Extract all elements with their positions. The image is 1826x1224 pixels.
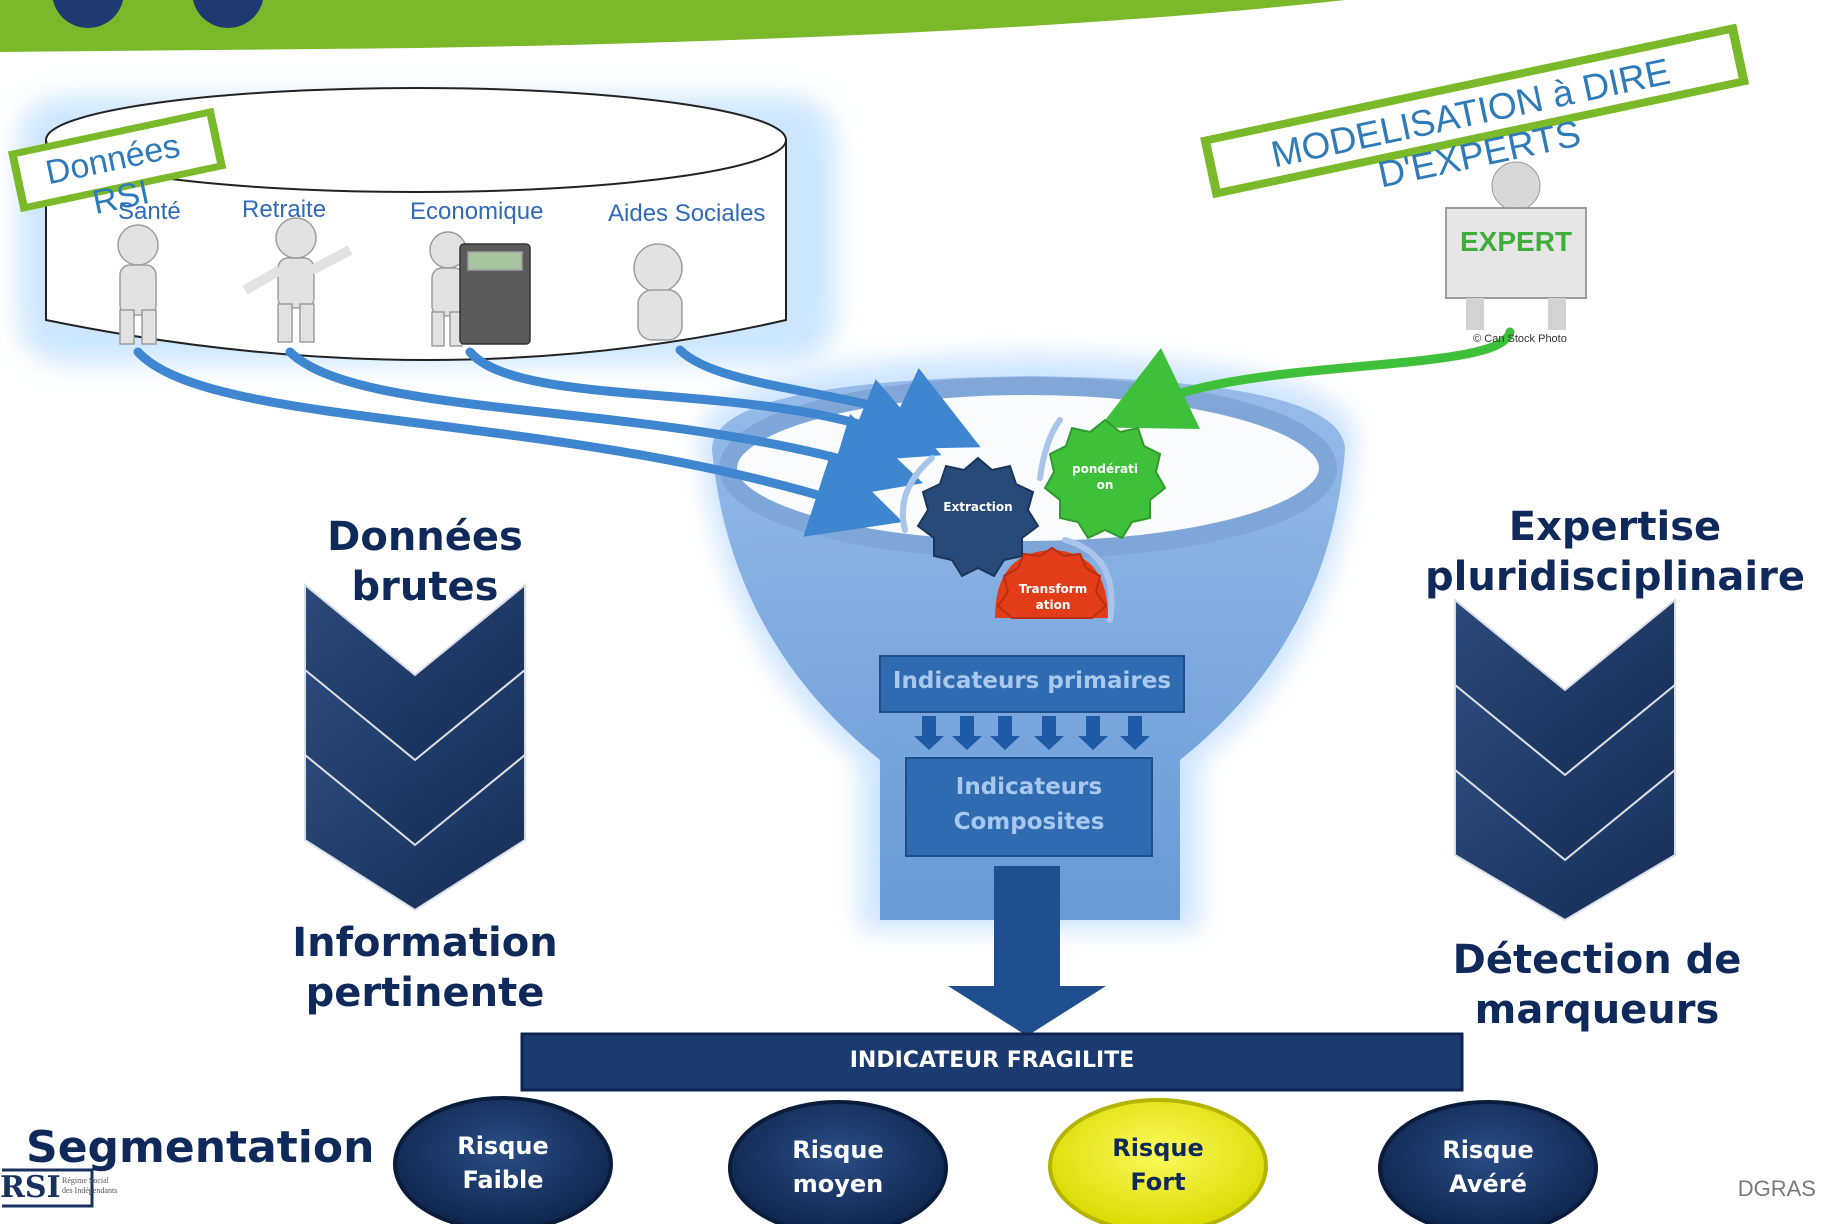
left-chevron-stack — [304, 582, 526, 912]
fragility-bar-label: INDICATEUR FRAGILITE — [849, 1048, 1135, 1073]
right-bottom-line-1: Détection de — [1452, 937, 1742, 983]
gear-rotation-arcs — [899, 417, 1115, 623]
risk-avere-ellipse — [1378, 1100, 1598, 1224]
risk-avere-line-1: Risque — [1442, 1136, 1534, 1165]
rsi-logo-subtitle: Régime Social des Indépendants — [62, 1176, 117, 1195]
header-band — [0, 0, 1345, 52]
category-economique-label: Economique — [410, 198, 544, 225]
figure-economique — [429, 231, 531, 347]
primary-indicators-box — [879, 655, 1185, 713]
category-sante-label: Santé — [118, 198, 181, 225]
gear-extraction-label: Extraction — [943, 500, 1013, 514]
gear-transformation-label: Transformation — [1018, 582, 1088, 612]
left-top-title: Données brutes — [290, 512, 560, 612]
fragility-bar — [520, 1032, 1464, 1092]
segmentation-label: Segmentation — [26, 1122, 375, 1173]
rsi-logo-subtitle-line-2: des Indépendants — [62, 1185, 118, 1195]
rsi-logo-subtitle-line-1: Régime Social — [62, 1176, 109, 1185]
primary-indicators-label: Indicateurs primaires — [892, 668, 1172, 694]
risk-moyen-label: Risque moyen — [748, 1118, 928, 1218]
risk-faible-line-1: Risque — [457, 1132, 549, 1161]
gear-transformation — [995, 546, 1108, 619]
figure-retraite — [242, 217, 353, 343]
risk-faible-line-2: Faible — [462, 1166, 544, 1194]
risk-faible-ellipse — [393, 1096, 613, 1224]
left-bottom-line-1: Information — [292, 920, 558, 966]
footer-org-label: DGRAS — [1737, 1176, 1816, 1201]
expert-credit-label: © Can Stock Photo — [1473, 333, 1567, 345]
funnel-output-arrow — [948, 866, 1106, 1036]
right-top-line-2: pluridisciplinaire — [1425, 554, 1805, 600]
right-bottom-line-2: marqueurs — [1474, 987, 1720, 1033]
left-bottom-title: Information pertinente — [260, 918, 590, 1018]
composite-indicators-label: Indicateurs Composites — [906, 770, 1152, 839]
expert-flow-arrow — [1099, 327, 1515, 430]
expert-modelling-banner — [1200, 23, 1750, 199]
flow-arrow-aides — [675, 345, 981, 450]
right-top-line-1: Expertise — [1508, 504, 1722, 550]
composite-line-2: Composites — [953, 808, 1105, 835]
indicator-down-arrows — [914, 716, 1150, 750]
expert-figure — [1445, 161, 1587, 330]
data-flow-arrows — [133, 345, 981, 537]
header-circle-1 — [52, 0, 124, 28]
left-top-line-1: Données — [327, 514, 523, 560]
figure-sante — [117, 224, 159, 345]
flow-arrow-retraite — [285, 347, 924, 500]
right-chevron-stack — [1454, 597, 1676, 922]
category-aides-sociales-label: Aides Sociales — [608, 200, 766, 227]
risk-fort-ellipse — [1048, 1098, 1268, 1224]
right-top-title: Expertise pluridisciplinaire — [1408, 502, 1822, 602]
risk-fort-line-2: Fort — [1130, 1168, 1186, 1196]
gear-ponderation-label: pondération — [1072, 462, 1138, 492]
risk-moyen-ellipse — [728, 1100, 948, 1224]
expert-sign-label: EXPERT — [1459, 226, 1573, 257]
category-retraite-label: Retraite — [242, 196, 327, 223]
rsi-data-banner — [7, 107, 227, 213]
gear-extraction — [916, 456, 1040, 578]
risk-avere-line-2: Avéré — [1449, 1170, 1527, 1198]
rsi-logo-name: RSI — [0, 1170, 61, 1205]
flow-arrow-economique — [465, 347, 942, 463]
gear-ponderation — [1043, 418, 1167, 540]
composite-indicators-box — [905, 757, 1153, 857]
rsi-logo-mark — [2, 1168, 94, 1208]
database-body — [45, 140, 787, 361]
right-bottom-title: Détection de marqueurs — [1420, 935, 1774, 1035]
figure-aides-sociales — [633, 243, 683, 341]
rsi-logo: RSI Régime Social des Indépendants — [0, 1168, 140, 1208]
risk-fort-line-1: Risque — [1112, 1134, 1204, 1163]
flow-arrow-sante — [133, 347, 903, 537]
left-bottom-line-2: pertinente — [305, 970, 545, 1016]
risk-moyen-line-2: moyen — [792, 1170, 884, 1198]
risk-moyen-line-1: Risque — [792, 1136, 884, 1165]
left-top-line-2: brutes — [351, 564, 499, 610]
database-top — [45, 87, 787, 193]
composite-line-1: Indicateurs — [955, 774, 1103, 800]
header-circle-2 — [192, 0, 264, 28]
